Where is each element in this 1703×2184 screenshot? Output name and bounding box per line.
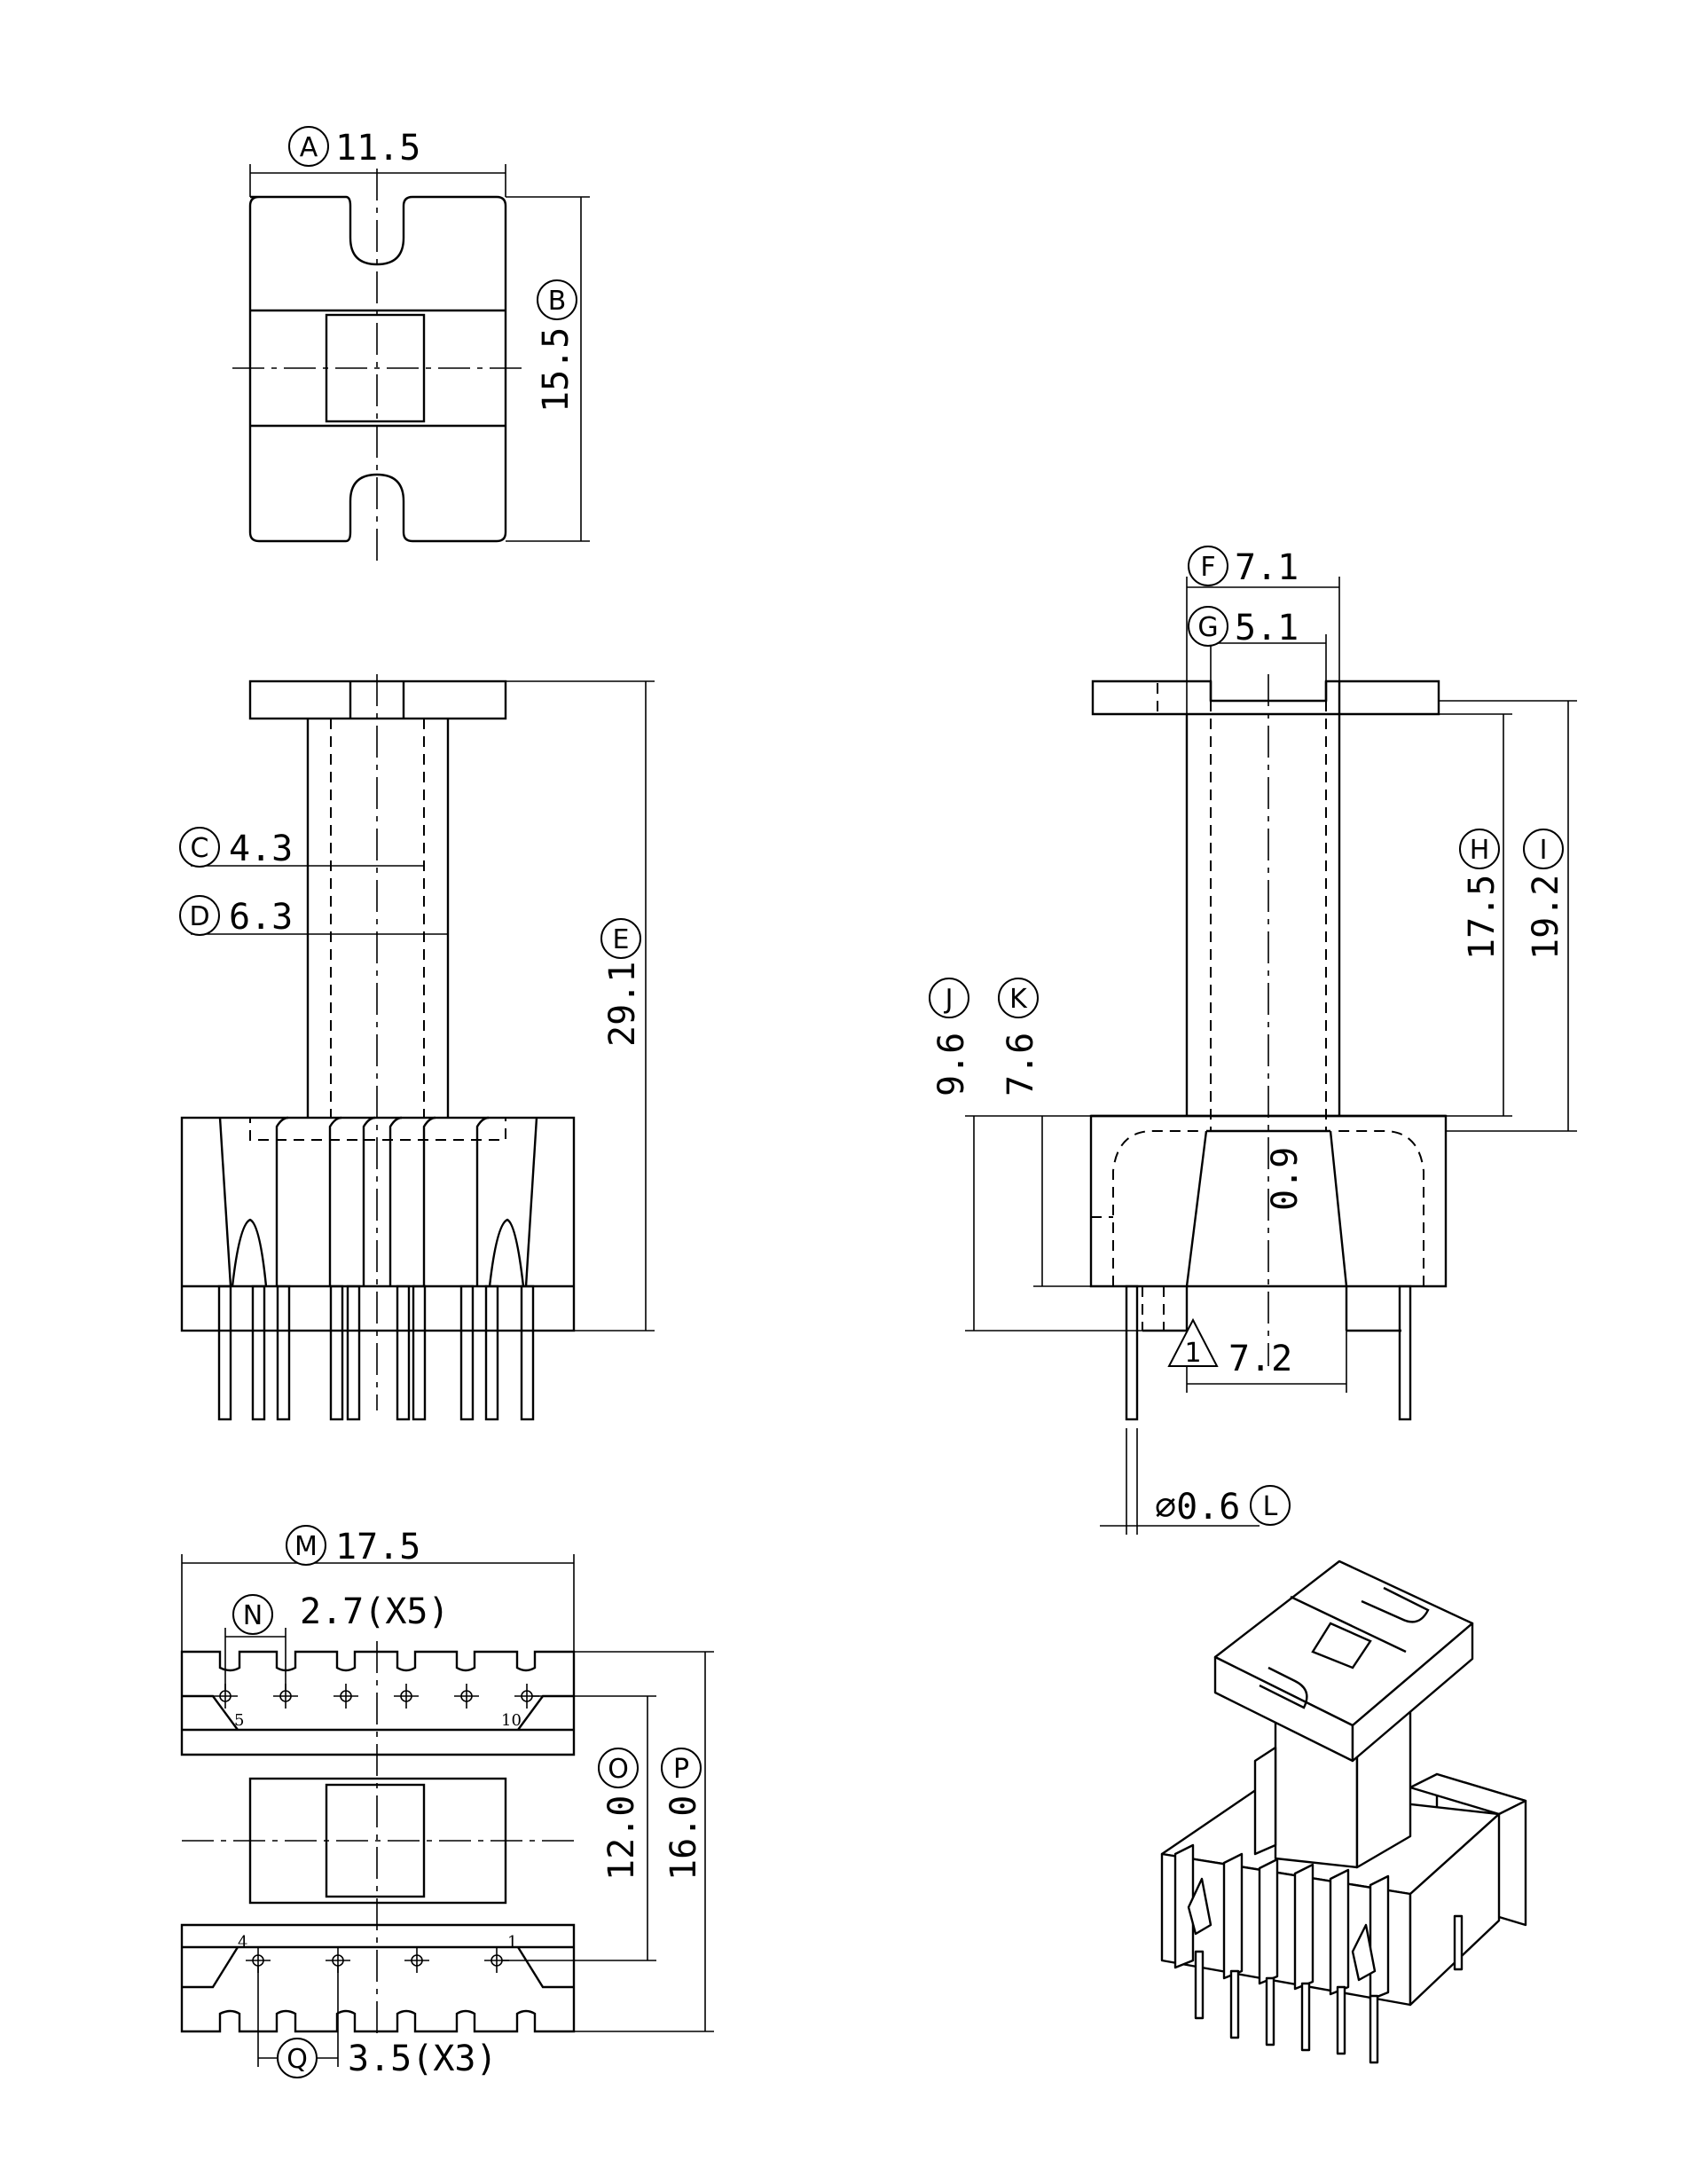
dim-F-letter: F <box>1200 552 1215 583</box>
dim-B: B 15.5 <box>536 279 577 412</box>
pin-holes-top <box>213 1684 539 1709</box>
bottom-view <box>180 1554 714 2067</box>
dim-I-letter: I <box>1540 835 1548 866</box>
dim-O-letter: O <box>608 1754 629 1785</box>
dim-K-letter: K <box>1009 984 1028 1015</box>
dim-H: H 17.5 <box>1459 829 1503 960</box>
dim-P-value: 16.0 <box>663 1795 704 1881</box>
dim-K: K 7.6 <box>998 978 1041 1096</box>
dim-E: E 29.1 <box>600 918 643 1047</box>
dim-ref1: 1 7.2 <box>1167 1317 1292 1379</box>
dim-G-letter: G <box>1197 612 1218 643</box>
dim-C-letter: C <box>191 833 209 864</box>
pin-holes-bottom <box>246 1948 509 1973</box>
pin-label-10: 10 <box>501 1711 522 1730</box>
dim-B-letter: B <box>548 286 567 317</box>
dim-M-letter: M <box>294 1531 318 1562</box>
pin-label-4: 4 <box>238 1933 247 1952</box>
dim-D-value: 6.3 <box>229 897 293 938</box>
dim-Q-letter: Q <box>286 2044 308 2075</box>
dim-A-value: 11.5 <box>335 128 420 169</box>
dim-D-letter: D <box>189 901 209 932</box>
dim-ref1-value: 7.2 <box>1228 1339 1292 1379</box>
dim-B-value: 15.5 <box>536 327 577 412</box>
dim-I: I 19.2 <box>1523 829 1566 960</box>
dim-A-letter: A <box>300 132 318 163</box>
dim-F: F 7.1 <box>1188 546 1299 588</box>
dim-F-value: 7.1 <box>1235 547 1299 588</box>
dim-C: C 4.3 <box>179 827 293 869</box>
dim-A: A 11.5 <box>288 126 420 169</box>
dim-ref1-letter: 1 <box>1184 1338 1201 1369</box>
dim-J: J 9.6 <box>929 978 972 1096</box>
dim-L-letter: L <box>1263 1491 1278 1522</box>
dim-E-letter: E <box>613 924 630 955</box>
dim-E-value: 29.1 <box>602 962 643 1047</box>
dim-O: O 12.0 <box>598 1748 642 1881</box>
side-view <box>965 577 1577 1535</box>
dim-G: G 5.1 <box>1188 606 1299 648</box>
pin-label-1: 1 <box>507 1933 517 1952</box>
pin-label-5: 5 <box>234 1711 244 1730</box>
dim-D: D 6.3 <box>179 895 293 938</box>
dim-N: N 2.7(X5) <box>232 1591 450 1635</box>
dim-M-value: 17.5 <box>335 1527 420 1567</box>
front-pins <box>217 1284 535 1421</box>
dim-M: M 17.5 <box>286 1525 420 1567</box>
dim-H-value: 17.5 <box>1462 875 1503 960</box>
iso-pins <box>1194 1914 1464 2064</box>
dim-C-value: 4.3 <box>229 829 293 869</box>
dim-L-value: ⌀0.6 <box>1155 1487 1240 1528</box>
dim-P: P 16.0 <box>661 1748 704 1881</box>
dim-N-value: 2.7(X5) <box>300 1591 450 1632</box>
dim-gap-value: 0.9 <box>1265 1147 1306 1211</box>
dim-J-letter: J <box>944 984 954 1015</box>
dim-P-letter: P <box>673 1754 689 1785</box>
dim-J-value: 9.6 <box>931 1033 972 1096</box>
dim-Q: Q 3.5(X3) <box>277 2038 498 2079</box>
isometric-view <box>1160 1559 1527 2064</box>
pin-labels: 5 10 4 1 <box>234 1711 522 1952</box>
dim-N-letter: N <box>243 1600 263 1631</box>
dim-H-letter: H <box>1470 835 1490 866</box>
dim-G-value: 5.1 <box>1235 608 1299 648</box>
dim-O-value: 12.0 <box>601 1795 642 1881</box>
top-view <box>232 164 590 568</box>
front-view <box>180 674 655 1421</box>
dim-L: ⌀0.6 L <box>1155 1485 1291 1528</box>
dim-K-value: 7.6 <box>1001 1033 1041 1096</box>
dim-Q-value: 3.5(X3) <box>348 2039 498 2079</box>
dim-gap: 0.9 <box>1265 1147 1306 1211</box>
dim-I-value: 19.2 <box>1526 875 1566 960</box>
